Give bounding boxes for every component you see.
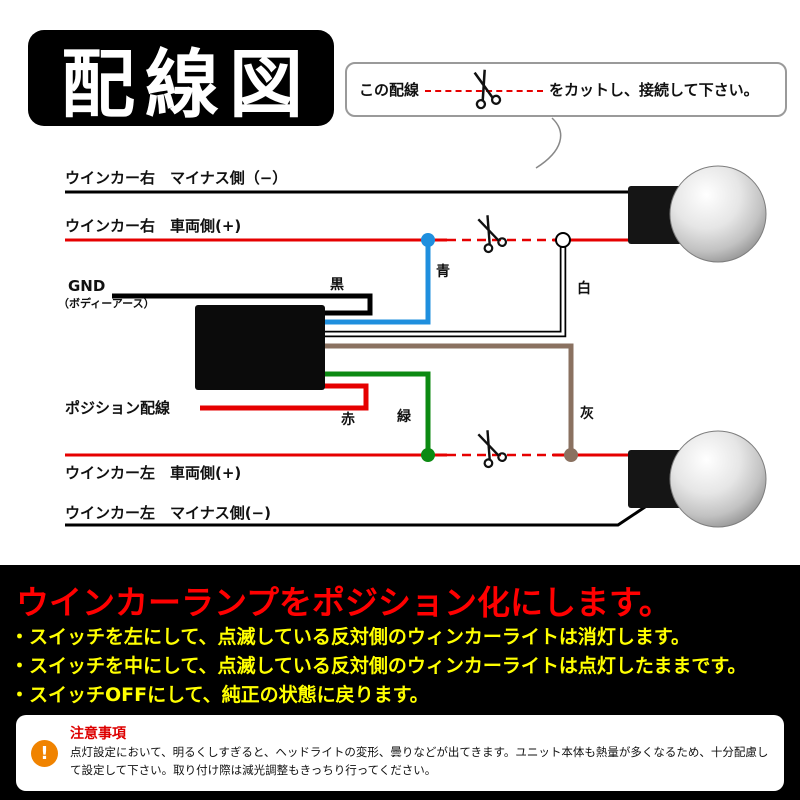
label-left-minus: ウインカー左 マイナス側(−)	[65, 504, 271, 522]
green-connection-dot	[421, 448, 435, 462]
cut-instruction-box: この配線 をカットし、接続して下さい。	[345, 62, 787, 117]
label-wire-red: 赤	[341, 412, 355, 428]
gray-wire	[318, 343, 574, 452]
red-position-wire	[200, 383, 369, 411]
warning-icon: !	[31, 740, 58, 767]
notice-box: ! 注意事項 点灯設定において、明るくしすぎると、ヘッドライトの変形、曇りなどが…	[16, 715, 784, 791]
white-wire	[318, 245, 565, 336]
label-position-wire: ポジション配線	[65, 399, 170, 417]
blue-connection-dot	[421, 233, 435, 247]
cut-note-prefix: この配線	[359, 81, 420, 99]
wire-left-minus-line	[65, 503, 649, 527]
footer-panel: ウインカーランプをポジション化にします。 ・スイッチを左にして、点滅している反対…	[0, 565, 800, 800]
wiring-diagram: ウインカー右 マイナス側（−） ウインカー右 車両側(+) GND （ボディーア…	[58, 117, 767, 528]
label-wire-white: 白	[577, 280, 591, 297]
cut-dashed-line	[425, 64, 544, 115]
notice-title: 注意事項	[70, 726, 126, 742]
gnd-black-wire	[112, 293, 373, 316]
label-gnd: GND	[68, 277, 105, 295]
label-wire-gray: 灰	[580, 405, 594, 422]
label-right-plus: ウインカー右 車両側(+)	[65, 217, 241, 235]
label-left-plus: ウインカー左 車両側(+)	[65, 464, 241, 482]
cut-note-suffix: をカットし、接続して下さい。	[549, 81, 759, 99]
instruction-item: ・スイッチを左にして、点滅している反対側のウィンカーライトは消灯します。	[10, 626, 691, 648]
scissors-icon	[471, 211, 509, 255]
instruction-item: ・スイッチを中にして、点滅している反対側のウィンカーライトは点灯したままです。	[10, 655, 747, 677]
label-wire-blue: 青	[436, 263, 450, 280]
turn-signal-bulb-right	[669, 165, 767, 263]
bulb-socket-top	[628, 186, 682, 244]
white-connection-dot	[555, 232, 571, 248]
control-unit-box	[195, 305, 325, 390]
label-wire-green: 緑	[397, 408, 412, 425]
bulb-socket-bottom	[628, 450, 682, 508]
label-gnd-sub: （ボディーアース）	[58, 296, 155, 310]
label-wire-black: 黒	[330, 277, 344, 293]
gray-connection-dot	[564, 448, 578, 462]
label-right-minus: ウインカー右 マイナス側（−）	[65, 169, 287, 187]
scissors-icon	[467, 66, 503, 109]
green-wire	[318, 371, 431, 452]
footer-headline: ウインカーランプをポジション化にします。	[16, 583, 672, 622]
instruction-item: ・スイッチOFFにして、純正の状態に戻ります。	[10, 684, 429, 706]
notice-body: 点灯設定において、明るくしすぎると、ヘッドライトの変形、曇りなどが出てきます。ユ…	[70, 745, 769, 778]
page-title: 配線図	[28, 30, 334, 128]
turn-signal-bulb-left	[669, 430, 767, 528]
instruction-list: ・スイッチを左にして、点滅している反対側のウィンカーライトは消灯します。 ・スイ…	[10, 623, 746, 710]
callout-tail	[535, 117, 562, 169]
blue-wire	[318, 243, 431, 325]
scissors-icon	[471, 426, 509, 470]
